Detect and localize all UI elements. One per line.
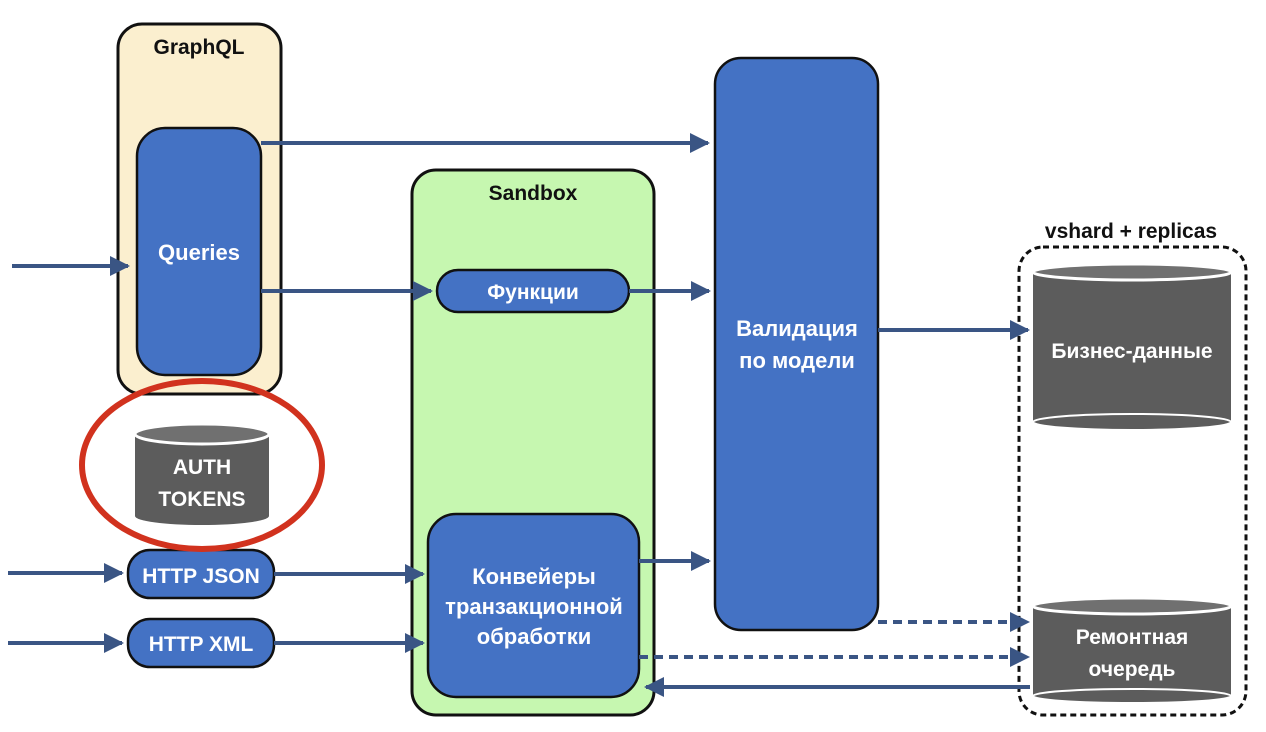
functions-label: Функции [487,281,579,304]
pipelines-label-line-1: Конвейеры [472,564,596,589]
http-json-label: HTTP JSON [142,565,259,588]
highlight-ellipse [79,378,325,552]
repair-queue-label-line-2: очередь [1089,658,1176,681]
pipelines-label-line-3: обработки [477,624,592,649]
storage-group [1017,245,1248,717]
business-data-cylinder [1031,262,1233,431]
repair-queue-label-line-1: Ремонтная [1076,626,1189,649]
validation-label-line-2: по модели [739,348,855,373]
validation-node [713,56,880,632]
queries-node [135,126,263,377]
queries-label: Queries [158,240,240,265]
auth-tokens-label-line-1: AUTH [173,456,231,479]
auth-tokens-label-line-2: TOKENS [158,488,245,511]
repair-queue-cylinder [1031,596,1233,704]
business-data-label: Бизнес-данные [1051,340,1212,363]
storage-group-label: vshard + replicas [1045,220,1217,243]
auth-tokens-cylinder [133,422,271,525]
graphql-group-label: GraphQL [153,36,244,59]
pipelines-node [426,512,641,699]
http-xml-label: HTTP XML [149,633,254,656]
pipelines-label-line-2: транзакционной [445,594,623,619]
sandbox-group-label: Sandbox [489,182,578,205]
validation-label-line-1: Валидация [736,316,858,341]
